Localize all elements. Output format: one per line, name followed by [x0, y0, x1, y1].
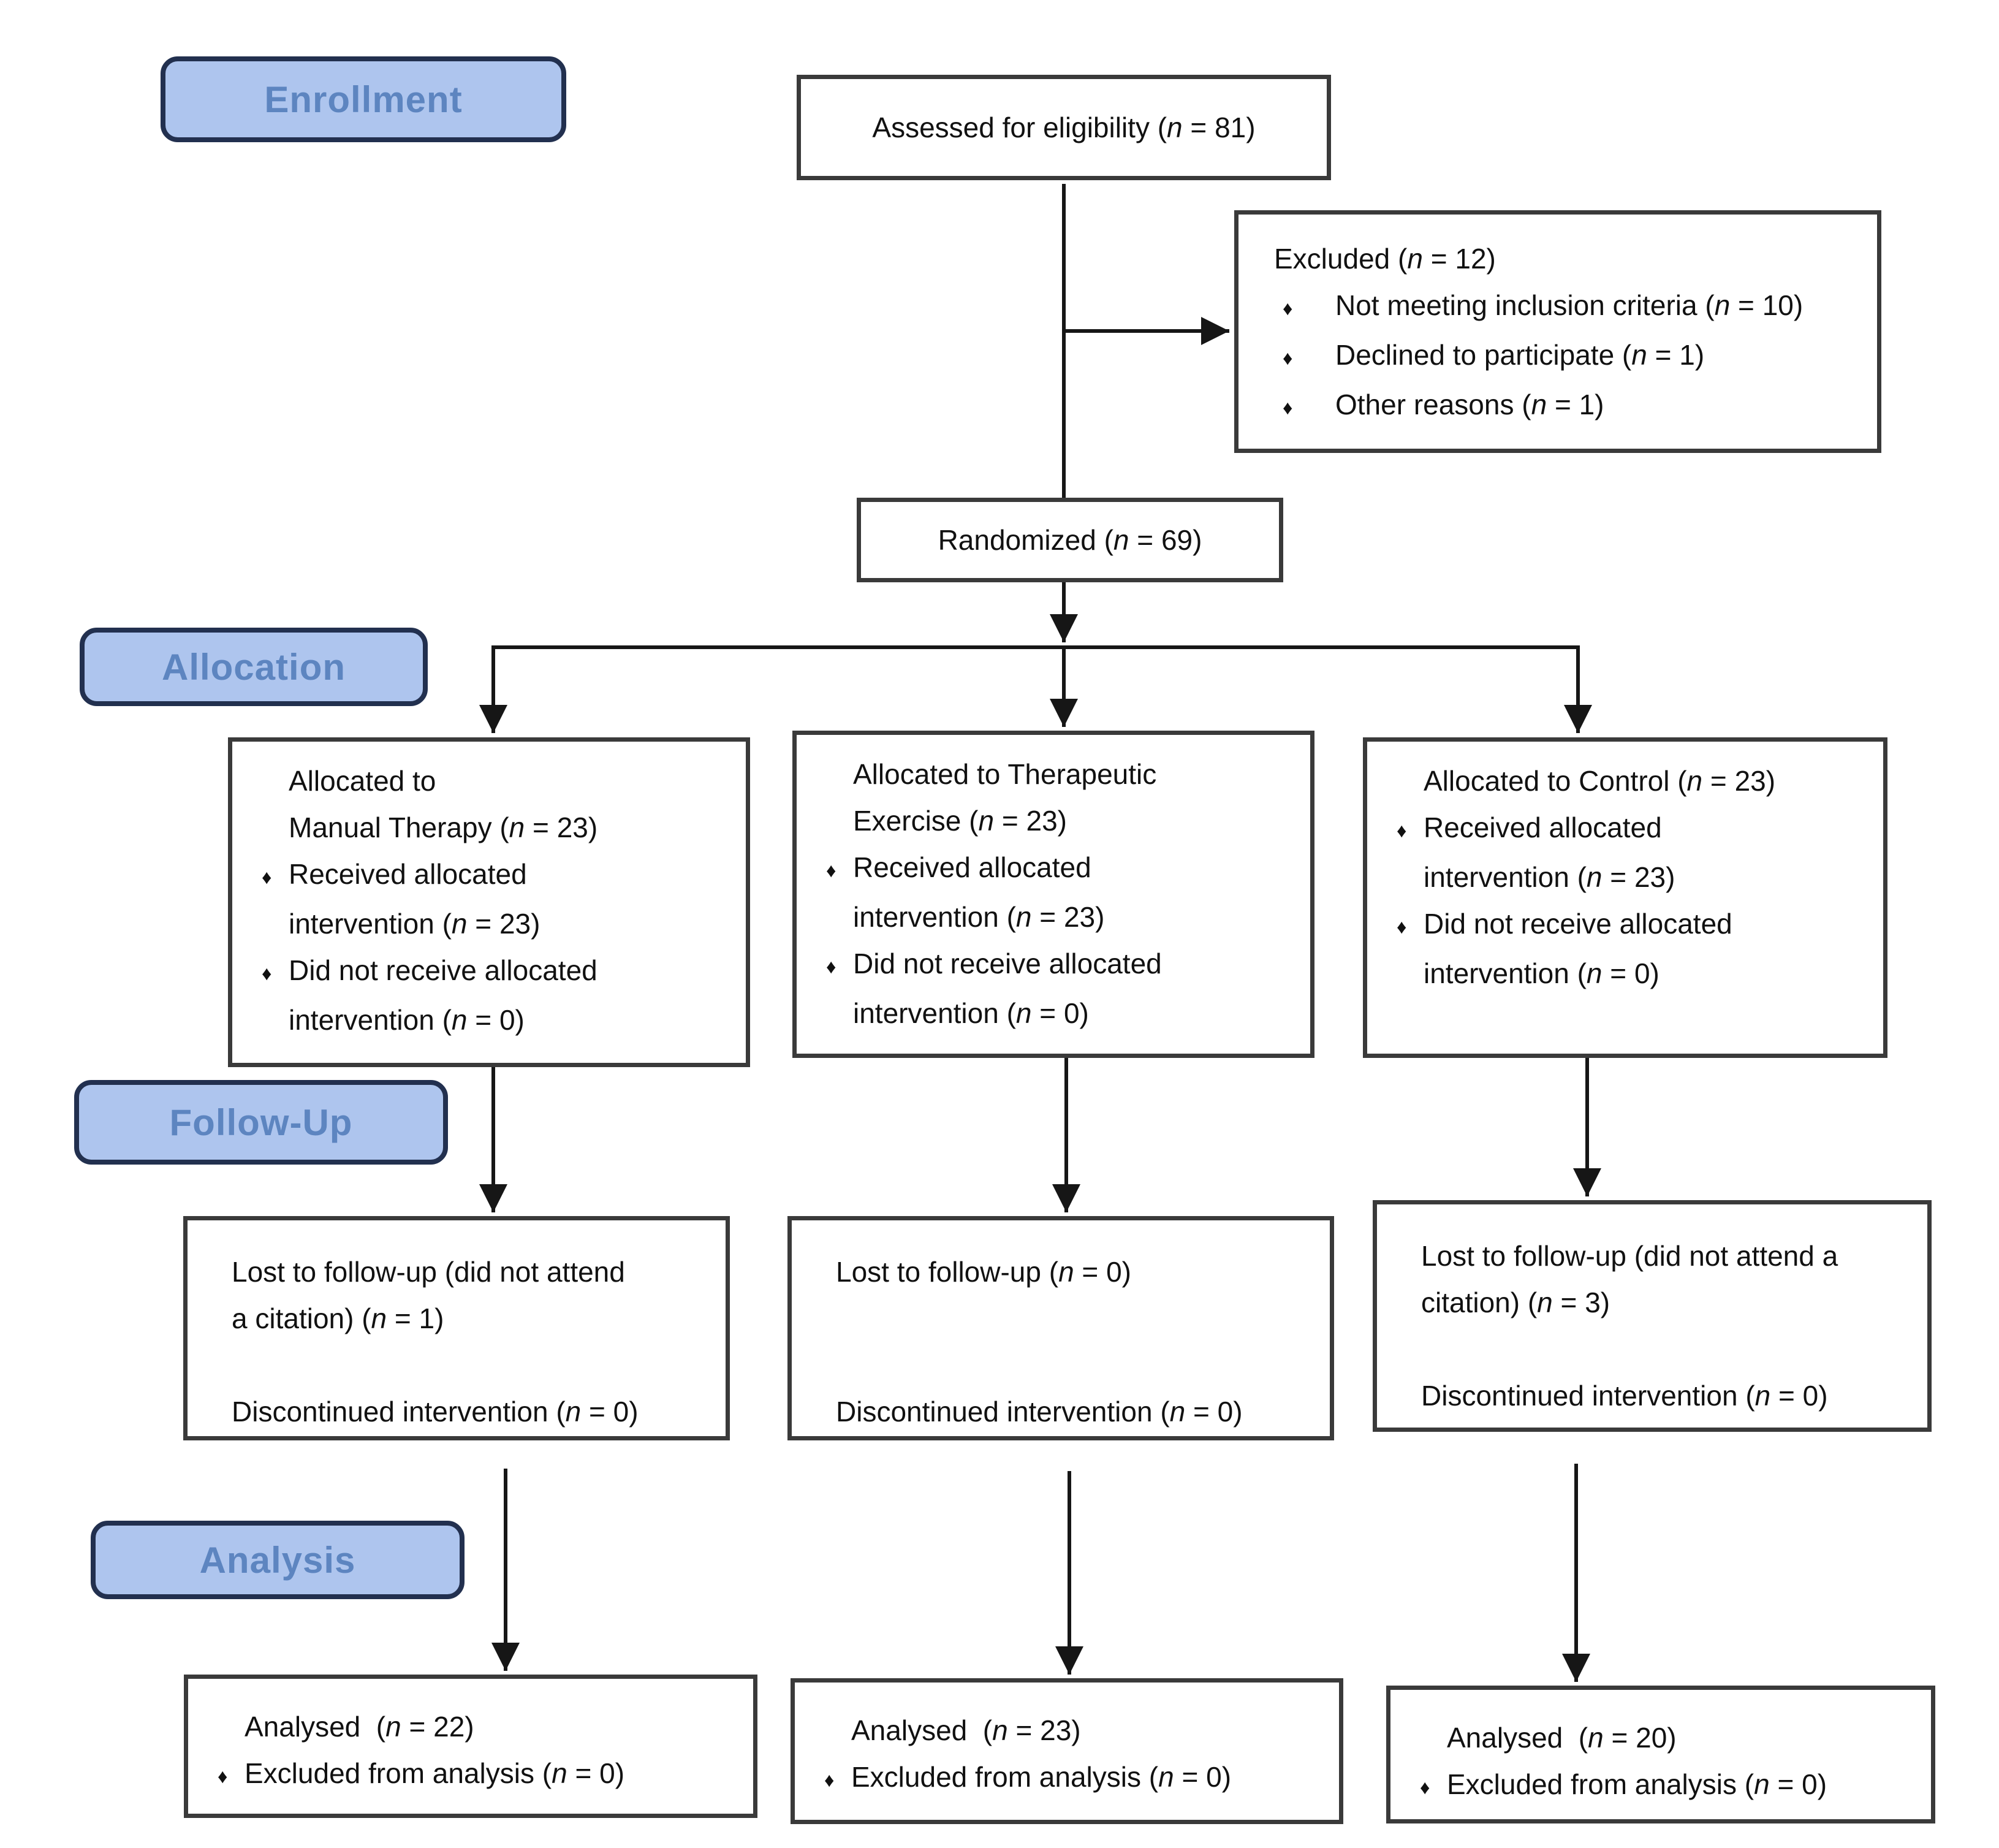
diamond-bullet-icon: ♦	[824, 1769, 835, 1791]
box-analysed-control: Analysed (n = 20) ♦ Excluded from analysis…	[1386, 1686, 1935, 1823]
box-allocated-manual-therapy: Allocated to Manual Therapy (n = 23) ♦ Rece…	[228, 737, 750, 1067]
diamond-bullet-icon: ♦	[826, 956, 836, 978]
text-line: Discontinued intervention (n = 0)	[836, 1396, 1243, 1428]
text-line: intervention (n = 0)	[289, 1004, 525, 1036]
text-line: ♦ Received allocated	[826, 844, 1302, 894]
text-line: intervention (n = 0)	[1424, 957, 1660, 989]
box-followup-therapeutic-exercise: Lost to follow-up (n = 0) Discontinued in…	[787, 1216, 1334, 1440]
stage-label-follow-up: Follow-Up	[74, 1080, 448, 1165]
text-line: Discontinued intervention (n = 0)	[1421, 1380, 1828, 1412]
text-line: Manual Therapy (n = 23)	[289, 812, 598, 843]
text-line: intervention (n = 23)	[1424, 861, 1675, 893]
bullet-text: Not meeting inclusion criteria (n = 10)	[1335, 289, 1804, 321]
text-line: ♦ Did not receive allocated	[1397, 900, 1875, 950]
diamond-bullet-icon: ♦	[1283, 297, 1293, 319]
text-line: ♦ Other reasons (n = 1)	[1274, 381, 1868, 431]
text-line: Exercise (n = 23)	[853, 805, 1067, 837]
text-line: ♦ Excluded from analysis (n = 0)	[1420, 1761, 1922, 1811]
box-followup-manual-therapy: Lost to follow-up (did not attend a citat…	[183, 1216, 730, 1440]
diamond-bullet-icon: ♦	[1397, 916, 1407, 938]
text-line: ♦ Did not receive allocated	[262, 947, 737, 997]
box-assessed-for-eligibility: Assessed for eligibility (n = 81)	[797, 75, 1331, 180]
bullet-text: Other reasons (n = 1)	[1335, 389, 1604, 420]
text-line: intervention (n = 23)	[289, 908, 541, 940]
text-line: Lost to follow-up (n = 0)	[836, 1256, 1131, 1288]
diamond-bullet-icon: ♦	[826, 859, 836, 881]
text-line: Lost to follow-up (did not attend	[232, 1256, 625, 1288]
diamond-bullet-icon: ♦	[262, 866, 272, 888]
text-line: a citation) (n = 1)	[232, 1302, 444, 1334]
diamond-bullet-icon: ♦	[1283, 397, 1293, 419]
text-line: Excluded (n = 12)	[1274, 243, 1496, 275]
box-analysed-therapeutic-exercise: Analysed (n = 23) ♦ Excluded from analysis…	[791, 1678, 1343, 1824]
text-line: Lost to follow-up (did not attend a	[1421, 1240, 1838, 1272]
text-line: ♦ Excluded from analysis (n = 0)	[218, 1750, 745, 1800]
diamond-bullet-icon: ♦	[1420, 1776, 1430, 1798]
bullet-text: Excluded from analysis (n = 0)	[851, 1761, 1232, 1793]
text-line: Assessed for eligibility (n = 81)	[872, 112, 1256, 143]
bullet-text: Did not receive allocated	[853, 948, 1162, 979]
text-line: ♦ Received allocated	[262, 851, 737, 900]
text-line: Analysed (n = 20)	[1447, 1722, 1677, 1754]
box-followup-control: Lost to follow-up (did not attend a citat…	[1373, 1200, 1932, 1432]
box-allocated-control: Allocated to Control (n = 23) ♦ Received a…	[1363, 737, 1887, 1058]
stage-label-allocation: Allocation	[80, 628, 428, 706]
text-line: citation) (n = 3)	[1421, 1287, 1610, 1318]
diamond-bullet-icon: ♦	[218, 1765, 228, 1787]
text-line: ♦ Received allocated	[1397, 804, 1875, 854]
bullet-text: Received allocated	[853, 851, 1091, 883]
text-line: Analysed (n = 22)	[245, 1711, 474, 1743]
bullet-text: Received allocated	[289, 858, 527, 890]
text-line: ♦ Did not receive allocated	[826, 940, 1302, 990]
text-line: Allocated to Therapeutic	[853, 758, 1157, 790]
text-line: Allocated to	[289, 765, 436, 797]
bullet-text: Excluded from analysis (n = 0)	[245, 1757, 625, 1789]
bullet-text: Declined to participate (n = 1)	[1335, 339, 1705, 371]
text-line: Discontinued intervention (n = 0)	[232, 1396, 639, 1428]
bullet-text: Did not receive allocated	[1424, 908, 1732, 940]
text-line: intervention (n = 0)	[853, 997, 1089, 1029]
diamond-bullet-icon: ♦	[262, 962, 272, 984]
text-line: intervention (n = 23)	[853, 901, 1105, 933]
text-line: Randomized (n = 69)	[938, 524, 1202, 556]
bullet-text: Received allocated	[1424, 812, 1662, 843]
bullet-text: Excluded from analysis (n = 0)	[1447, 1768, 1827, 1800]
box-randomized: Randomized (n = 69)	[857, 498, 1283, 582]
text-line: ♦ Declined to participate (n = 1)	[1274, 332, 1868, 381]
box-excluded: Excluded (n = 12) ♦ Not meeting inclusion …	[1234, 210, 1881, 453]
text-line: ♦ Not meeting inclusion criteria (n = 10)	[1274, 282, 1868, 332]
stage-label-enrollment: Enrollment	[161, 56, 566, 142]
text-line: ♦ Excluded from analysis (n = 0)	[824, 1754, 1330, 1803]
diamond-bullet-icon: ♦	[1283, 347, 1293, 369]
stage-label-analysis: Analysis	[91, 1521, 465, 1599]
diamond-bullet-icon: ♦	[1397, 819, 1407, 842]
text-line: Analysed (n = 23)	[851, 1714, 1081, 1746]
text-line: Allocated to Control (n = 23)	[1424, 765, 1776, 797]
bullet-text: Did not receive allocated	[289, 954, 597, 986]
box-analysed-manual-therapy: Analysed (n = 22) ♦ Excluded from analysis…	[184, 1675, 757, 1818]
